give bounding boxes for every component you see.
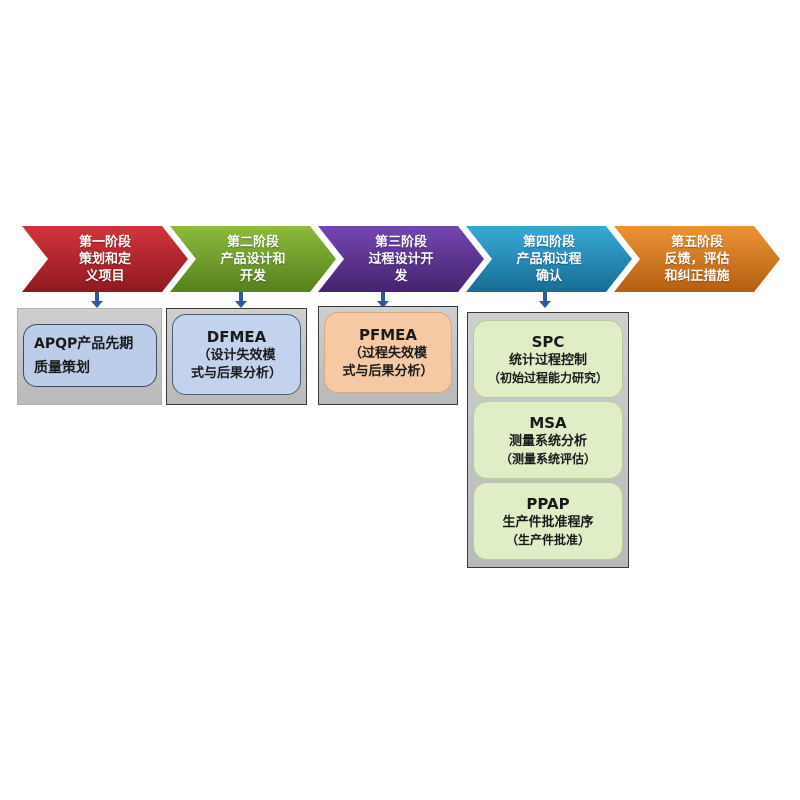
phase-4-line-2: 产品和过程 [516,251,582,267]
down-arrow-icon [539,292,551,308]
phase-4-chevron: 第四阶段 产品和过程 确认 [466,226,632,292]
phase-2-line-3: 开发 [239,268,266,284]
dfmea-line-2: 式与后果分析） [190,365,282,381]
phase-4-line-1: 第四阶段 [522,234,575,250]
spc-title: SPC [531,332,565,351]
phase-3-line-2: 过程设计开 [368,251,434,267]
chevron-shape-green [170,226,336,292]
phase-2-line-2: 产品设计和 [220,251,286,267]
phase-2-chevron: 第二阶段 产品设计和 开发 [170,226,336,292]
dfmea-title: DFMEA [206,327,267,346]
msa-line: 测量系统分析 [508,433,587,449]
chevron-shape-purple [318,226,484,292]
phase-1-line-1: 第一阶段 [78,234,131,250]
spc-sub: （初始过程能力研究） [487,370,608,385]
msa-sub: （测量系统评估） [499,451,596,466]
chevron-shape-blue [466,226,632,292]
down-arrow-icon [235,292,247,308]
apqp-line-2: 质量策划 [34,359,90,376]
dfmea-card: DFMEA （设计失效模 式与后果分析） [172,314,301,395]
down-arrow-icon [91,292,103,308]
pfmea-title: PFMEA [358,325,418,344]
phase-5-line-1: 第五阶段 [670,234,723,250]
phase-2-line-1: 第二阶段 [226,234,279,250]
apqp-card: APQP产品先期 质量策划 [23,324,157,387]
ppap-sub: （生产件批准） [505,532,590,547]
phase-3-line-1: 第三阶段 [374,234,427,250]
phase-3-line-3: 发 [394,268,408,284]
phase-5-chevron: 第五阶段 反馈，评估 和纠正措施 [614,226,780,292]
ppap-card: PPAP 生产件批准程序 （生产件批准） [473,482,623,560]
phase-1-line-3: 义项目 [85,268,125,284]
pfmea-card: PFMEA （过程失效模 式与后果分析） [324,312,452,393]
msa-title: MSA [529,413,567,432]
phase-5-line-3: 和纠正措施 [664,268,730,284]
phase-4-line-3: 确认 [535,268,562,284]
chevron-shape-orange [614,226,780,292]
msa-card: MSA 测量系统分析 （测量系统评估） [473,401,623,479]
pfmea-line-1: （过程失效模 [348,345,427,361]
pfmea-line-2: 式与后果分析） [342,363,434,379]
spc-card: SPC 统计过程控制 （初始过程能力研究） [473,320,623,398]
phase-1-chevron: 第一阶段 策划和定 义项目 [22,226,188,292]
phase-3-chevron: 第三阶段 过程设计开 发 [318,226,484,292]
phase-1-line-2: 策划和定 [78,251,131,267]
ppap-line: 生产件批准程序 [502,514,594,530]
down-arrow-icon [377,292,389,308]
spc-line: 统计过程控制 [508,352,587,368]
chevron-shape-red [22,226,188,292]
phase-5-line-2: 反馈，评估 [664,251,730,267]
dfmea-line-1: （设计失效模 [197,347,276,363]
ppap-title: PPAP [526,494,570,513]
apqp-line-1: APQP产品先期 [34,335,134,352]
